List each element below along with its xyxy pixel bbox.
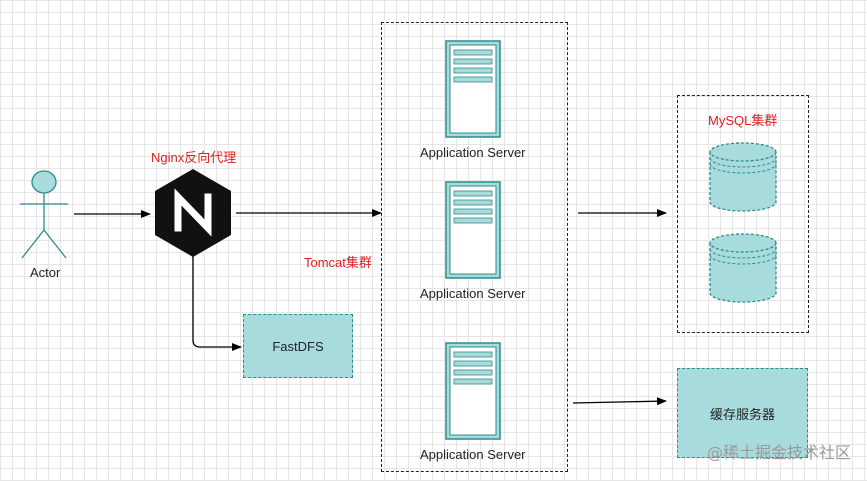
tomcat-label: Tomcat集群 bbox=[304, 255, 372, 270]
arrow-tomcat-to-cache bbox=[572, 397, 667, 406]
cache-server-node[interactable]: 缓存服务器 bbox=[677, 368, 808, 458]
actor-icon bbox=[20, 170, 68, 259]
tomcat-cluster-group bbox=[381, 22, 568, 472]
cache-label: 缓存服务器 bbox=[709, 406, 775, 422]
arrow-nginx-to-fastdfs bbox=[192, 255, 242, 351]
server-icon bbox=[445, 342, 501, 440]
server-label-2: Application Server bbox=[420, 286, 526, 301]
server-label-1: Application Server bbox=[420, 145, 526, 160]
fastdfs-label: FastDFS bbox=[272, 338, 324, 354]
watermark: @稀土掘金技术社区 bbox=[706, 443, 851, 462]
mysql-label: MySQL集群 bbox=[708, 113, 778, 128]
server-label-3: Application Server bbox=[420, 447, 526, 462]
server-icon bbox=[445, 181, 501, 279]
database-icon bbox=[709, 142, 777, 212]
database-icon bbox=[709, 233, 777, 303]
mysql-cluster-group bbox=[677, 95, 809, 333]
server-icon bbox=[445, 40, 501, 138]
actor-label: Actor bbox=[30, 265, 61, 280]
nginx-icon bbox=[155, 169, 231, 257]
fastdfs-node[interactable]: FastDFS bbox=[243, 314, 353, 378]
nginx-label: Nginx反向代理 bbox=[151, 150, 237, 165]
